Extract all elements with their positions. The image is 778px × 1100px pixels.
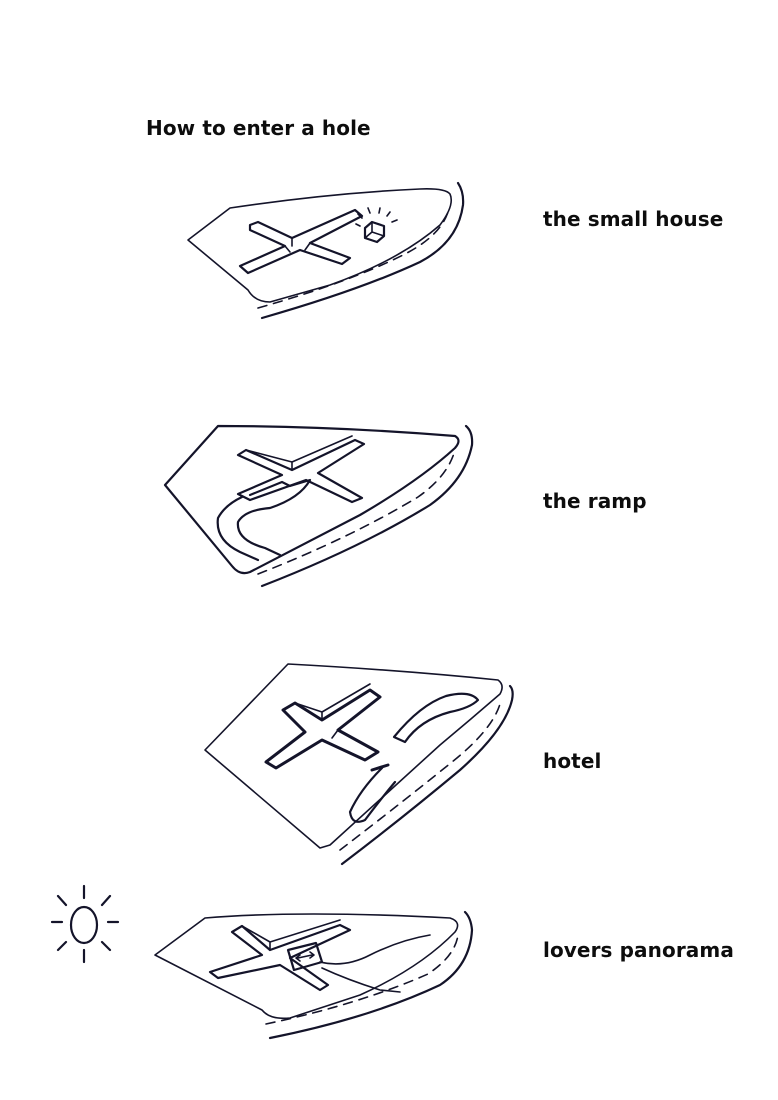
site-outline: [187, 188, 453, 303]
scenario-label-lovers-panorama: lovers panorama: [543, 938, 734, 962]
road-edge: [340, 684, 514, 866]
cross-hole: [236, 438, 366, 504]
sketch-hotel: [204, 663, 514, 866]
sun-icon: [50, 884, 120, 964]
road-edge: [260, 181, 465, 320]
small-house-icon: [355, 207, 398, 244]
panorama-platform: [286, 941, 324, 972]
road-edge: [260, 424, 474, 588]
cross-hole: [238, 208, 364, 275]
sketch-lovers-panorama: [50, 884, 474, 1040]
scenario-label-ramp: the ramp: [543, 489, 647, 513]
road-center-line: [265, 934, 459, 1025]
road-center-line: [339, 703, 501, 851]
panorama-path: [319, 934, 431, 993]
road-center-line: [257, 211, 449, 309]
hotel-access-road: [392, 692, 480, 744]
page-title: How to enter a hole: [146, 116, 371, 140]
scenario-label-small-house: the small house: [543, 207, 724, 231]
sketch-small-house: [187, 181, 465, 320]
site-outline: [204, 663, 503, 849]
sketch-ramp: [163, 424, 474, 588]
ramp-path: [236, 478, 312, 557]
site-outline: [154, 913, 459, 1020]
scenario-label-hotel: hotel: [543, 749, 602, 773]
cross-hole: [208, 923, 352, 992]
road-center-line: [257, 449, 456, 575]
road-edge: [268, 910, 474, 1040]
cross-hole: [264, 688, 382, 770]
site-outline: [163, 424, 460, 575]
